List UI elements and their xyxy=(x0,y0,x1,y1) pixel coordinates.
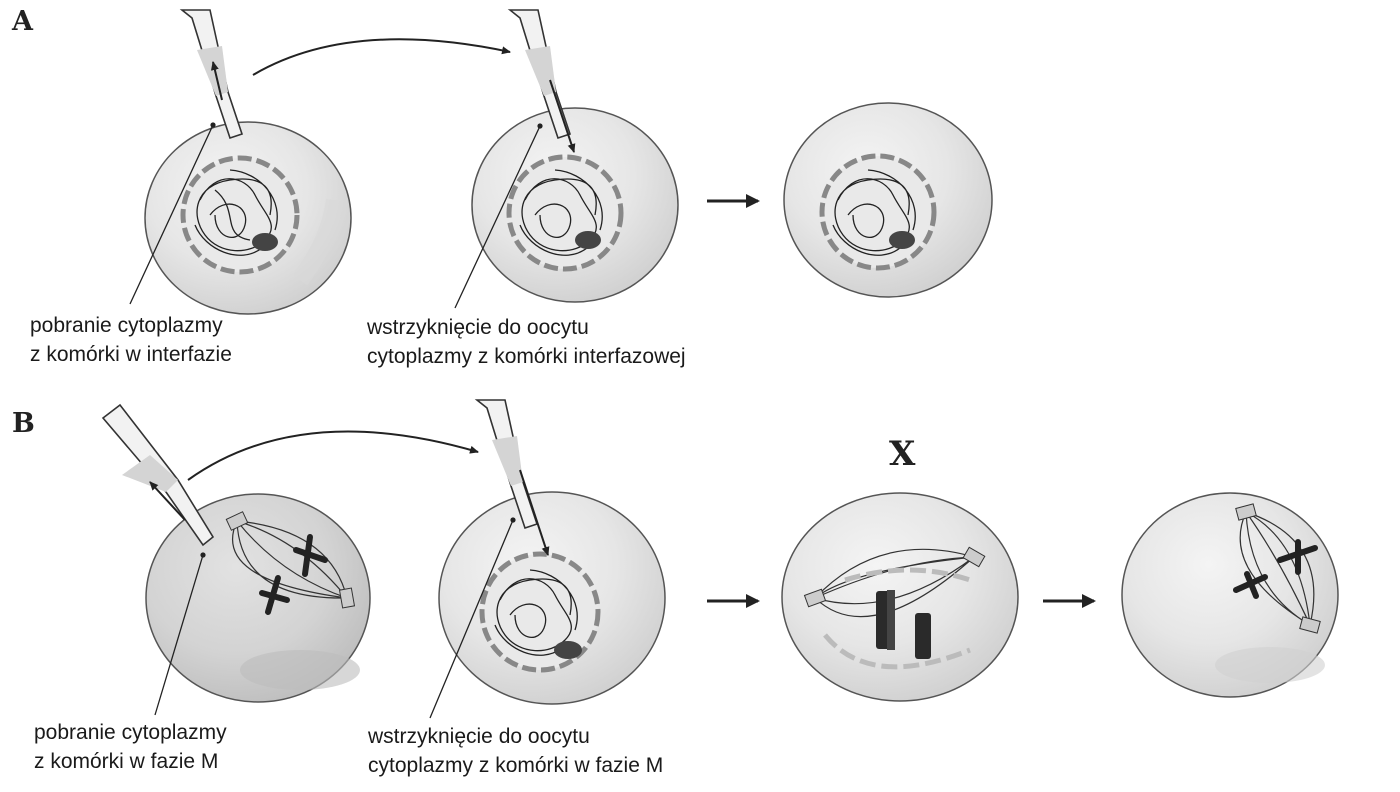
caption-a-right-line-2: cytoplazmy z komórki interfazowej xyxy=(367,345,686,368)
transfer-arrow-a xyxy=(252,38,511,76)
nucleus-a2 xyxy=(506,154,624,272)
cell-b3-stage-x xyxy=(781,492,1019,702)
transfer-arrow-b xyxy=(187,430,479,481)
pipette-b1 xyxy=(101,403,215,547)
caption-a-right: wstrzyknięcie do oocytu cytoplazmy z kom… xyxy=(367,313,686,371)
cell-a2-oocyte xyxy=(471,107,679,303)
caption-a-left-line-2: z komórki w interfazie xyxy=(30,343,232,366)
cell-b2-oocyte xyxy=(438,491,666,705)
caption-b-right: wstrzyknięcie do oocytu cytoplazmy z kom… xyxy=(368,722,663,780)
caption-b-right-line-1: wstrzyknięcie do oocytu xyxy=(368,725,590,748)
cell-a1-interphase xyxy=(144,121,352,315)
leader-line-a2 xyxy=(454,125,541,309)
leader-line-b1 xyxy=(154,554,204,716)
nucleus-b2 xyxy=(479,551,601,673)
stage-x-label: X xyxy=(889,434,916,474)
panel-a xyxy=(129,9,993,315)
cell-b4-result xyxy=(1121,492,1339,698)
caption-a-left: pobranie cytoplazmy z komórki w interfaz… xyxy=(30,311,232,369)
panel-b-letter: B xyxy=(12,408,35,439)
leader-line-b2 xyxy=(429,519,514,719)
pipette-b2 xyxy=(474,399,550,556)
caption-a-left-line-1: pobranie cytoplazmy xyxy=(30,314,223,337)
cell-b1-m-phase xyxy=(145,493,371,703)
cell-a3-result xyxy=(783,102,993,298)
panel-b xyxy=(101,399,1339,719)
spindle-b4 xyxy=(1233,503,1321,634)
caption-b-right-line-2: cytoplazmy z komórki w fazie M xyxy=(368,754,664,777)
caption-a-right-line-1: wstrzyknięcie do oocytu xyxy=(367,316,589,339)
caption-b-left-line-1: pobranie cytoplazmy xyxy=(34,721,227,744)
spindle-b1 xyxy=(225,511,356,615)
caption-b-left-line-2: z komórki w fazie M xyxy=(34,750,219,773)
spindle-b3 xyxy=(803,546,986,670)
nucleus-a3 xyxy=(819,153,937,271)
pipette-a2 xyxy=(507,9,576,153)
panel-a-letter: A xyxy=(12,6,33,37)
leader-line-a1 xyxy=(129,124,214,305)
pipette-a1 xyxy=(179,9,244,140)
caption-b-left: pobranie cytoplazmy z komórki w fazie M xyxy=(34,718,227,776)
nucleus-a1 xyxy=(180,155,300,275)
